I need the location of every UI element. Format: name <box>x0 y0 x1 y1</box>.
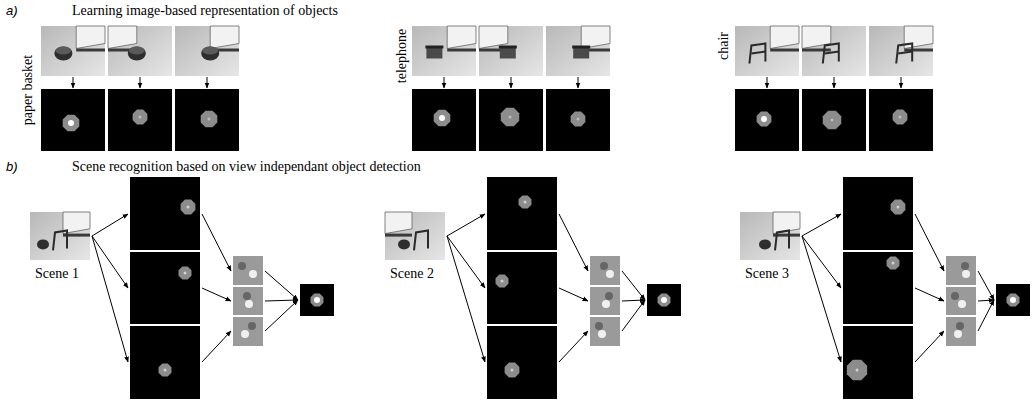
object-name: telephone <box>394 29 409 83</box>
blob <box>179 267 192 280</box>
arrow <box>444 77 445 88</box>
blob <box>887 257 900 270</box>
arrow <box>559 214 588 271</box>
response-image <box>546 89 610 151</box>
arrow <box>834 77 835 88</box>
blob <box>571 112 586 127</box>
response-image <box>41 89 105 151</box>
arrow <box>202 214 231 271</box>
photo <box>385 212 445 260</box>
arrow <box>92 236 128 288</box>
blob <box>519 196 532 209</box>
blob <box>133 110 148 125</box>
blob <box>658 294 671 307</box>
panel-tag: b) <box>6 160 18 174</box>
blob <box>496 275 509 288</box>
photo <box>479 26 543 76</box>
arrow <box>578 77 579 88</box>
response-image <box>647 284 681 316</box>
blob <box>891 200 906 215</box>
map-column <box>946 256 976 346</box>
scene-name: Scene 3 <box>745 266 789 281</box>
response-image <box>108 89 172 151</box>
arrow <box>265 271 298 300</box>
detection-column <box>487 177 557 399</box>
arrow <box>978 271 994 300</box>
arrow <box>978 300 994 331</box>
response-image <box>412 89 476 151</box>
blob <box>501 108 519 126</box>
photo <box>41 26 105 76</box>
blob <box>159 364 172 377</box>
arrow <box>978 300 994 301</box>
arrow <box>767 77 768 88</box>
blob <box>434 110 451 127</box>
panel-title: Learning image-based representation of o… <box>72 3 338 18</box>
arrow <box>202 331 231 362</box>
blob <box>311 294 324 307</box>
arrow <box>265 300 298 331</box>
arrow <box>511 77 512 88</box>
map-column <box>590 256 620 346</box>
arrow <box>559 288 588 301</box>
arrow <box>915 214 944 271</box>
response-image <box>869 89 933 151</box>
blob <box>847 360 867 380</box>
arrow <box>901 77 902 88</box>
scene-name: Scene 1 <box>35 266 79 281</box>
arrow <box>802 236 841 288</box>
arrow <box>915 288 944 301</box>
blob <box>505 363 520 378</box>
panel-tag: a) <box>6 4 18 18</box>
object-name: paper basket <box>20 55 35 125</box>
photo <box>869 26 933 76</box>
arrow <box>802 236 841 362</box>
response-image <box>300 284 334 316</box>
photo <box>740 212 800 260</box>
arrow <box>140 77 141 88</box>
blob <box>63 115 80 132</box>
arrow <box>92 214 128 236</box>
blob <box>1007 294 1020 307</box>
arrow <box>622 300 645 301</box>
arrow <box>802 214 841 236</box>
panel-title: Scene recognition based on view independ… <box>72 159 421 174</box>
arrow <box>207 77 208 88</box>
arrow <box>447 236 485 288</box>
response-image <box>735 89 799 151</box>
photo <box>735 26 799 76</box>
arrow <box>202 288 231 301</box>
map-column <box>233 256 263 346</box>
arrow <box>622 300 645 331</box>
arrow <box>265 300 298 301</box>
blob <box>823 111 841 129</box>
arrow <box>915 331 944 362</box>
response-image <box>479 89 543 151</box>
arrow <box>92 236 128 362</box>
photo <box>412 26 476 76</box>
scene-name: Scene 2 <box>390 266 434 281</box>
photo <box>30 212 90 260</box>
photo <box>175 26 239 76</box>
detection-column <box>130 177 200 399</box>
photo <box>546 26 610 76</box>
response-image <box>802 89 866 151</box>
blob <box>201 111 218 128</box>
response-image <box>996 284 1030 316</box>
arrow <box>447 214 485 236</box>
arrow <box>447 236 485 362</box>
arrow <box>73 77 74 88</box>
object-name: chair <box>716 32 731 60</box>
blob <box>757 112 772 127</box>
arrow <box>622 271 645 300</box>
photo <box>802 26 866 76</box>
blob <box>893 110 908 125</box>
response-image <box>175 89 239 151</box>
detection-column <box>843 177 913 399</box>
photo <box>108 26 172 76</box>
arrow <box>559 331 588 362</box>
blob <box>181 200 196 215</box>
